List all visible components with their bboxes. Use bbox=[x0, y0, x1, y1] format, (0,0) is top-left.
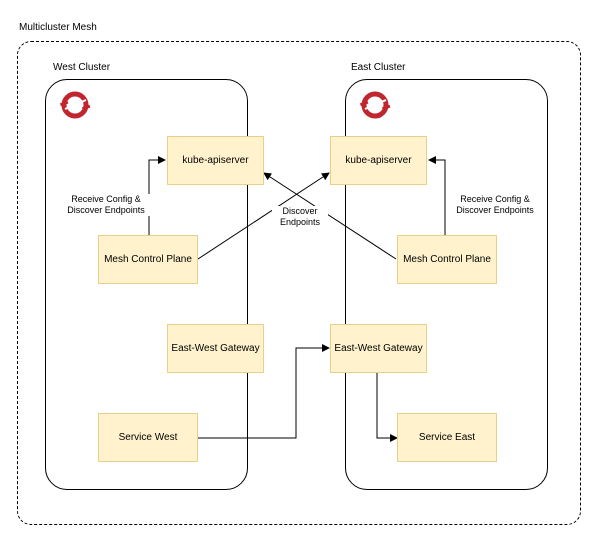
east-kube-apiserver[interactable]: kube-apiserver bbox=[330, 136, 427, 185]
east-cluster-frame bbox=[345, 79, 548, 490]
east-config-label-line2: Discover Endpoints bbox=[456, 205, 534, 215]
service-east[interactable]: Service East bbox=[397, 413, 497, 462]
west-mesh-control-plane[interactable]: Mesh Control Plane bbox=[98, 235, 198, 284]
cross-discover-line1: Discover bbox=[282, 206, 318, 216]
mesh-title: Multicluster Mesh bbox=[19, 22, 97, 33]
east-gateway-label: East-West Gateway bbox=[334, 343, 423, 354]
service-east-label: Service East bbox=[418, 432, 476, 443]
east-cluster-title: East Cluster bbox=[351, 62, 406, 73]
service-west-to-east-gateway-connector bbox=[198, 344, 330, 439]
openshift-logo-icon bbox=[57, 87, 93, 123]
west-cluster-title: West Cluster bbox=[53, 62, 111, 73]
west-config-label-line2: Discover Endpoints bbox=[67, 205, 145, 215]
multicluster-mesh-frame bbox=[17, 41, 581, 525]
east-config-edge-label: Receive Config & Discover Endpoints bbox=[450, 194, 540, 216]
east-gateway-to-service-east-connector bbox=[376, 373, 398, 442]
west-east-west-gateway[interactable]: East-West Gateway bbox=[167, 324, 264, 373]
west-to-east-discover-connector bbox=[197, 172, 330, 260]
east-mesh-control-plane-label: Mesh Control Plane bbox=[403, 254, 491, 265]
west-cluster-frame bbox=[45, 79, 248, 490]
west-mesh-control-plane-label: Mesh Control Plane bbox=[104, 254, 192, 265]
east-mesh-control-plane[interactable]: Mesh Control Plane bbox=[397, 235, 497, 284]
openshift-logo-icon bbox=[357, 87, 393, 123]
cross-discover-line2: Endpoints bbox=[279, 217, 321, 227]
cross-discover-edge-label: Discover Endpoints bbox=[272, 206, 328, 228]
service-west[interactable]: Service West bbox=[98, 413, 198, 462]
west-config-connector bbox=[148, 156, 166, 235]
east-to-west-discover-connector bbox=[263, 172, 397, 260]
east-east-west-gateway[interactable]: East-West Gateway bbox=[330, 324, 427, 373]
service-west-label: Service West bbox=[118, 432, 178, 443]
east-config-connector bbox=[428, 156, 446, 235]
east-kube-apiserver-label: kube-apiserver bbox=[345, 155, 412, 166]
west-config-label-line1: Receive Config & bbox=[71, 194, 141, 204]
west-kube-apiserver[interactable]: kube-apiserver bbox=[167, 136, 264, 185]
west-config-edge-label: Receive Config & Discover Endpoints bbox=[61, 194, 151, 216]
west-gateway-label: East-West Gateway bbox=[171, 343, 260, 354]
east-config-label-line1: Receive Config & bbox=[460, 194, 530, 204]
west-kube-apiserver-label: kube-apiserver bbox=[182, 155, 249, 166]
